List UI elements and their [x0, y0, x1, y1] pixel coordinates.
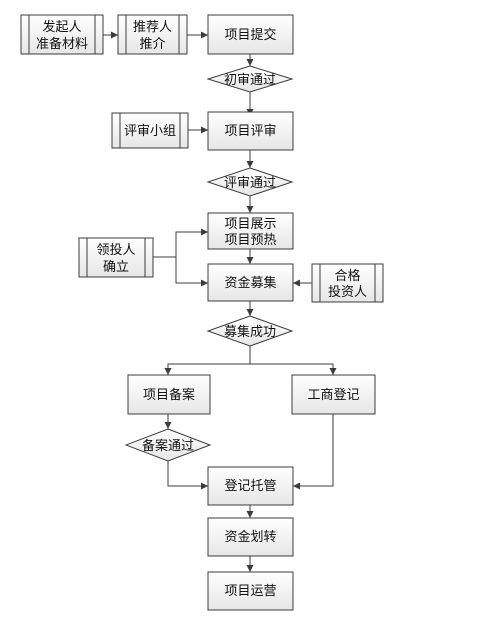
fundraising-node: 资金募集 — [207, 263, 294, 302]
fundraising-success-label: 募集成功 — [224, 324, 276, 340]
business-registration-node: 工商登记 — [291, 374, 376, 415]
arrow-success-to-registration — [250, 363, 337, 375]
project-filing-label: 项目备案 — [143, 387, 195, 403]
filing-pass-decision: 备案通过 — [124, 428, 212, 462]
review-panel-node: 评审小组 — [111, 112, 189, 149]
project-operation-label: 项目运营 — [224, 584, 276, 599]
fund-transfer-label: 资金划转 — [224, 529, 276, 545]
arrow-registration-to-custody — [293, 414, 334, 490]
qualified-investors-label-2: 投资人 — [328, 284, 367, 300]
project-showcase-node: 项目展示 项目预热 — [207, 212, 294, 250]
review-panel-label: 评审小组 — [124, 124, 176, 139]
recommender-label-2: 推介 — [139, 37, 165, 52]
sponsor-prepare-label-1: 发起人 — [42, 19, 81, 35]
recommender-node: 推荐人 推介 — [117, 14, 188, 55]
project-review-label: 项目评审 — [224, 124, 276, 139]
initial-review-pass-label: 初审通过 — [224, 73, 276, 88]
arrow-success-to-filing — [164, 363, 250, 375]
registration-custody-label: 登记托管 — [224, 479, 276, 494]
review-pass-label: 评审通过 — [224, 176, 276, 191]
initial-review-pass-decision: 初审通过 — [206, 65, 294, 93]
arrow-lead-investor-to-fundraising — [175, 257, 208, 287]
project-review-node: 项目评审 — [207, 111, 294, 151]
review-pass-decision: 评审通过 — [206, 167, 294, 197]
project-filing-node: 项目备案 — [127, 374, 211, 415]
fundraising-label: 资金募集 — [224, 275, 276, 291]
project-operation-node: 项目运营 — [207, 571, 294, 611]
fundraising-success-decision: 募集成功 — [206, 315, 294, 347]
connectors — [103, 31, 337, 572]
sponsor-prepare-node: 发起人 准备材料 — [20, 14, 104, 55]
project-showcase-label-1: 项目展示 — [224, 217, 276, 232]
recommender-label-1: 推荐人 — [133, 20, 172, 35]
qualified-investors-node: 合格 投资人 — [311, 263, 384, 303]
project-submit-label: 项目提交 — [224, 27, 276, 43]
project-submit-node: 项目提交 — [207, 14, 294, 55]
registration-custody-node: 登记托管 — [207, 466, 294, 506]
fund-transfer-node: 资金划转 — [207, 517, 294, 557]
sponsor-prepare-label-2: 准备材料 — [36, 36, 88, 52]
lead-investor-label-2: 确立 — [103, 260, 129, 275]
lead-investor-node: 领投人 确立 — [78, 237, 154, 278]
lead-investor-label-1: 领投人 — [96, 242, 135, 258]
project-showcase-label-2: 项目预热 — [224, 233, 276, 248]
arrow-lead-investor-to-showcase — [153, 228, 208, 258]
filing-pass-label: 备案通过 — [142, 438, 194, 454]
business-registration-label: 工商登记 — [307, 388, 359, 403]
arrow-filing-pass-to-custody — [167, 461, 208, 490]
qualified-investors-label-1: 合格 — [334, 268, 360, 284]
